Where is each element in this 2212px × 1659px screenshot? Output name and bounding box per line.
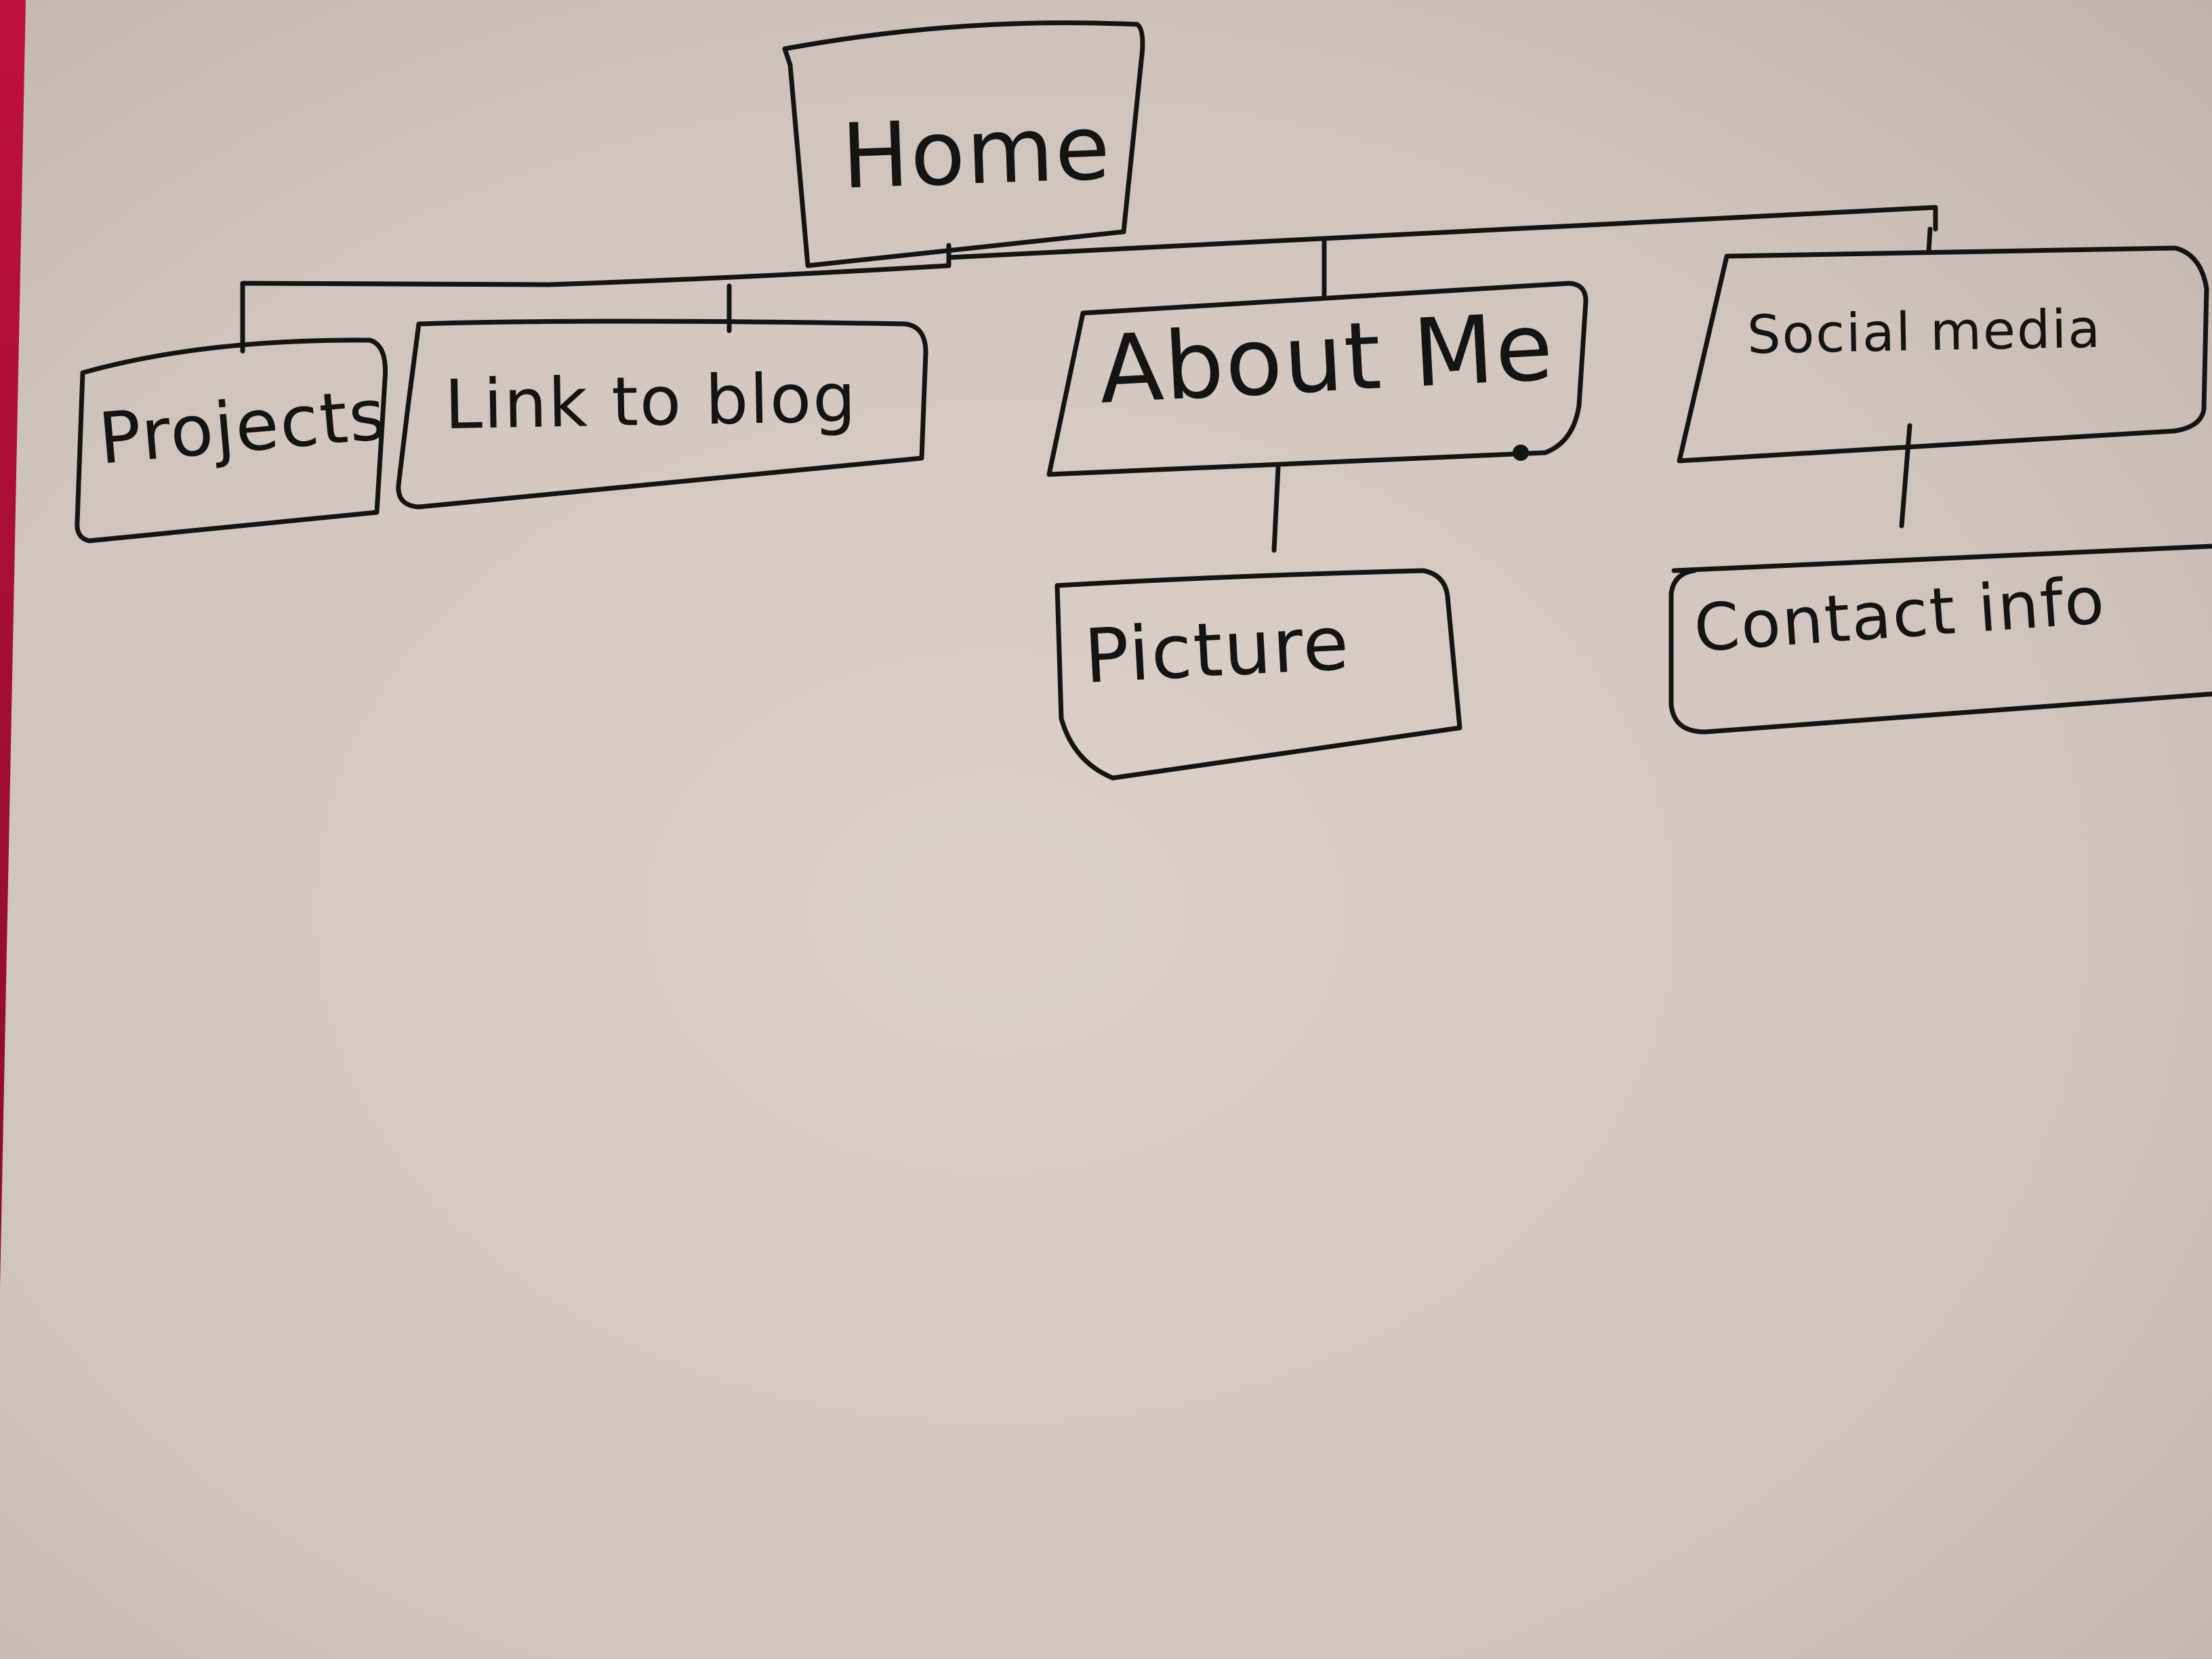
node-box-link-to-blog — [396, 319, 928, 510]
node-label-home: Home — [840, 96, 1113, 209]
connector-left-branch — [240, 263, 951, 354]
node-box-social-media — [1677, 245, 2209, 464]
node-box-about-me — [1046, 281, 1589, 477]
node-box-contact-info — [1668, 544, 2212, 735]
connector-about-me-picture — [1271, 465, 1281, 553]
ink-dot — [1513, 445, 1529, 461]
node-label-about-me: About Me — [1096, 291, 1557, 425]
node-box-home — [782, 20, 1145, 268]
node-box-picture — [1054, 568, 1462, 781]
connector-right-branch — [946, 205, 1938, 260]
connector-social-media-contact-info — [1899, 423, 1912, 529]
connector-social-media — [1926, 226, 1933, 255]
node-label-picture: Picture — [1082, 599, 1353, 700]
node-label-social-media: Social media — [1746, 298, 2102, 366]
node-box-projects — [75, 337, 388, 544]
node-label-link-to-blog: Link to blog — [443, 358, 858, 445]
